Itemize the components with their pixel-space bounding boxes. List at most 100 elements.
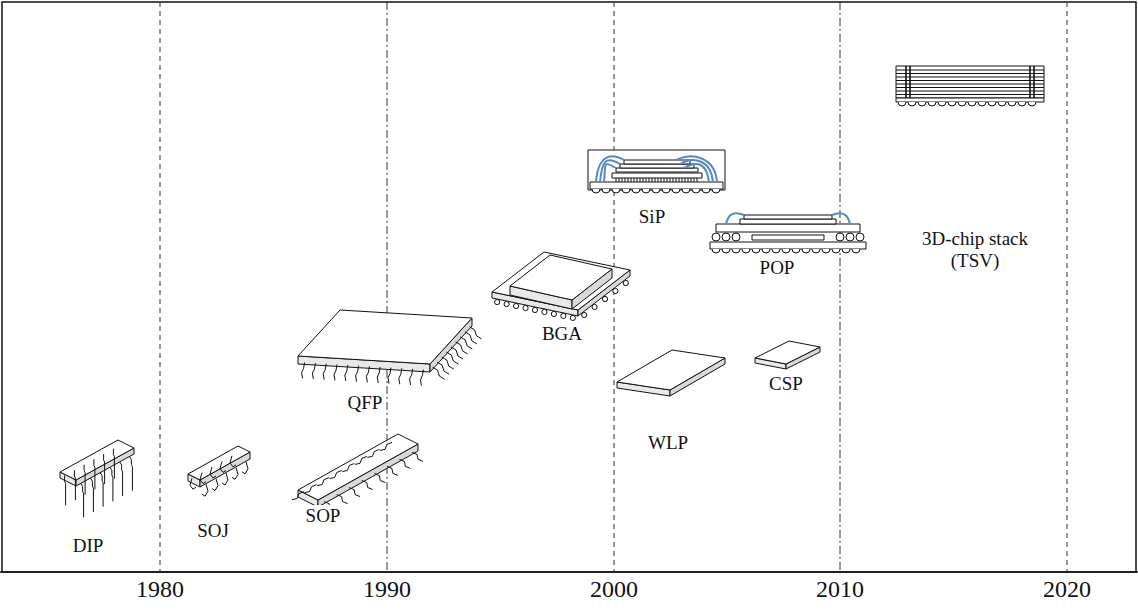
sip-bump [694, 178, 695, 182]
stack-ball [928, 102, 936, 106]
tsv-via [905, 66, 907, 98]
soj-lead [230, 456, 236, 467]
sip-bond-wire [600, 160, 620, 182]
bga-ball [561, 313, 566, 318]
qfp-lead [420, 370, 423, 386]
package-label: SiP [637, 206, 667, 228]
package-label: SOJ [195, 520, 231, 542]
sip-bump [619, 178, 620, 182]
sop-body-top [298, 434, 418, 500]
sip-bond-wire [604, 164, 616, 182]
package-label: CSP [767, 373, 805, 395]
sop-lead [387, 466, 398, 475]
bga-ball [513, 303, 518, 308]
sip-ball [682, 189, 690, 193]
sip-ball [622, 189, 630, 193]
dip-lead [113, 449, 114, 479]
pop-interposer-ball [836, 233, 844, 241]
dip-lead [74, 470, 75, 500]
sip-bump [688, 178, 689, 182]
pop-ball [822, 249, 830, 253]
pop-ball [772, 249, 780, 253]
year-gridline [160, 2, 161, 572]
qfp-lead [460, 337, 472, 349]
bga-ball [602, 296, 607, 301]
bga-die-top [510, 255, 612, 300]
bga-ball [623, 280, 628, 285]
sip-bump [625, 178, 626, 182]
qfp-lead [312, 363, 315, 379]
chart-frame [2, 2, 1136, 572]
bga-ball [613, 288, 618, 293]
sop-lead [367, 449, 379, 457]
bga-ball [551, 311, 556, 316]
sip-ball [632, 189, 640, 193]
tsv-via [909, 66, 911, 98]
sip-bump [616, 178, 617, 182]
stack-ball [908, 102, 916, 106]
stack-layer [896, 77, 1044, 78]
sip-substrate [590, 182, 723, 189]
qfp-lead [356, 366, 359, 382]
package-label: DIP [71, 535, 106, 557]
sip-bump [661, 178, 662, 182]
sip-ball [592, 189, 600, 193]
sop-lead [362, 481, 373, 490]
sip-ball [692, 189, 700, 193]
pop-ball [712, 249, 720, 253]
sip-bond-wire [676, 156, 717, 182]
stack-ball [1028, 102, 1036, 106]
qfp-lead [345, 365, 348, 381]
sip-bump [670, 178, 671, 182]
sip-bump [637, 178, 638, 182]
stack-ball [998, 102, 1006, 106]
sip-mold [588, 150, 725, 190]
sip-bump [685, 178, 686, 182]
pop-ball [782, 249, 790, 253]
csp-body-top [755, 341, 820, 364]
bga-ball [504, 301, 509, 306]
pop-ball [802, 249, 810, 253]
stack-ball [958, 102, 966, 106]
sip-ball [612, 189, 620, 193]
time-axis [0, 571, 1138, 573]
stack-ball [918, 102, 926, 106]
year-label: 2020 [1041, 576, 1093, 604]
stack-ball [978, 102, 986, 106]
pop-bond-wire [832, 213, 850, 224]
soj-lead [232, 467, 238, 479]
stack-body [896, 66, 1044, 98]
sip-bump [655, 178, 656, 182]
sip-bump [652, 178, 653, 182]
sip-bump [682, 178, 683, 182]
sop-lead [380, 442, 392, 450]
sop-lead [337, 495, 348, 504]
sip-bump [628, 178, 629, 182]
year-label: 2000 [588, 576, 640, 604]
pop-ball [762, 249, 770, 253]
sip-bump [691, 178, 692, 182]
qfp-lead [388, 368, 391, 384]
pop-ball [832, 249, 840, 253]
pop-ball [752, 249, 760, 253]
dip-lead [100, 473, 103, 507]
tsv-via [1033, 66, 1035, 98]
sip-ball [652, 189, 660, 193]
stack-layer [896, 91, 1044, 92]
stack-layer [896, 73, 1044, 74]
pop-interposer-ball [732, 233, 740, 241]
soj-lead [202, 484, 208, 496]
year-gridline [840, 2, 841, 572]
sip-bond-wire [680, 160, 713, 182]
sip-bump [634, 178, 635, 182]
bga-ball [592, 304, 597, 309]
sop-lead [317, 478, 329, 486]
bga-substrate-top [492, 252, 630, 310]
bga-ball [532, 307, 537, 312]
qfp-lead [451, 347, 463, 359]
year-gridline [1067, 2, 1068, 572]
bga-ball [523, 305, 528, 310]
sip-bump [664, 178, 665, 182]
sip-die [616, 168, 698, 172]
